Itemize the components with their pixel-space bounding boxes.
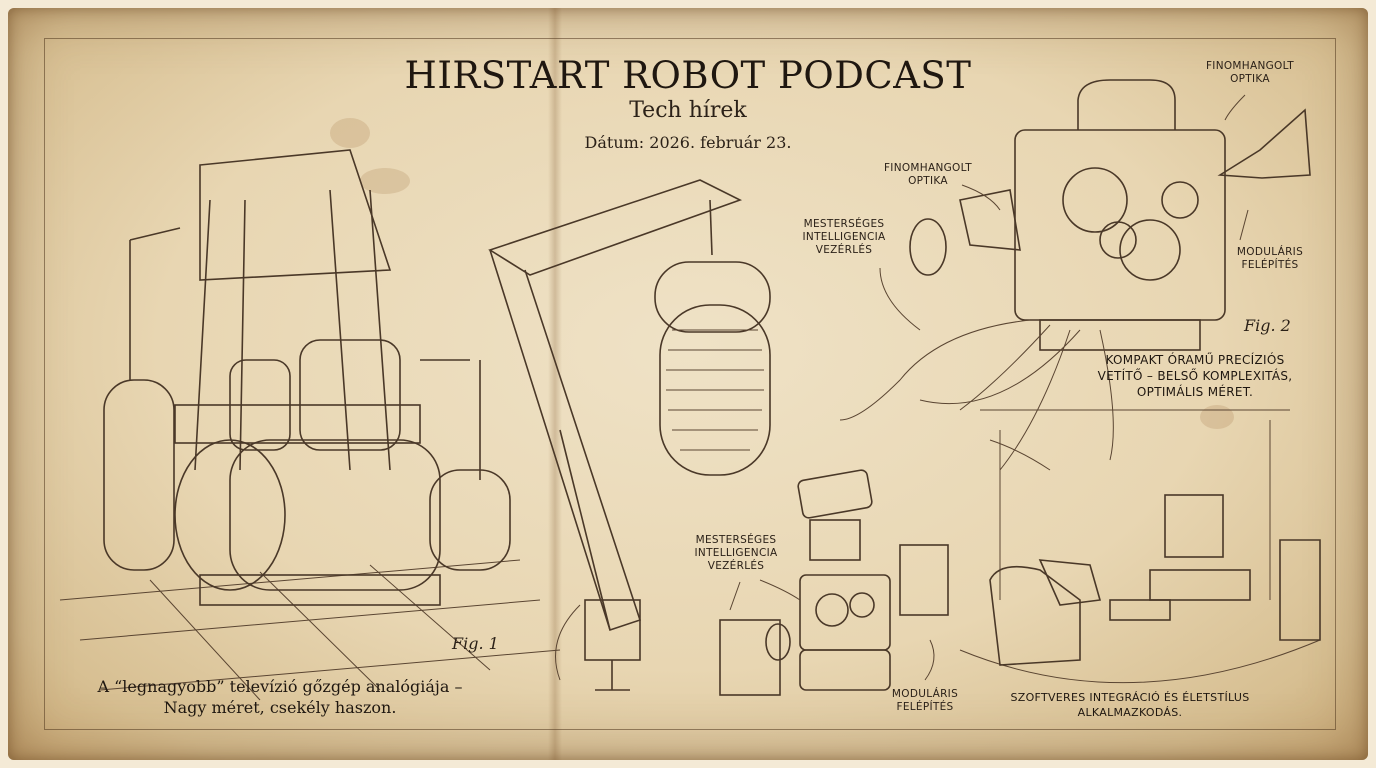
microphone-icon xyxy=(488,179,771,691)
date-line: Dátum: 2026. február 23. xyxy=(584,133,792,152)
steam-engine-icon xyxy=(59,149,561,701)
projector-icon xyxy=(839,79,1311,471)
annotation-line: FINOMHANGOLT xyxy=(883,162,973,174)
fig1-caption-line2: Nagy méret, csekély haszon. xyxy=(163,698,397,717)
annotation-line: ALKALMAZKODÁS. xyxy=(1077,706,1183,719)
page-border xyxy=(44,38,1336,730)
paper-tear xyxy=(548,8,562,760)
annotation-line: INTELLIGENCIA xyxy=(802,231,886,243)
fig2-caption-line2: VETÍTŐ – BELSŐ KOMPLEXITÁS, xyxy=(1097,369,1293,383)
annotation-line: MESTERSÉGES xyxy=(803,218,885,230)
fig2-label: Fig. 2 xyxy=(1244,316,1291,335)
stain xyxy=(330,118,370,148)
annotation-line: SZOFTVERES INTEGRÁCIÓ ÉS ÉLETSTÍLUS xyxy=(1010,691,1250,704)
stain xyxy=(1200,405,1234,429)
annotation-optics-top: FINOMHANGOLT OPTIKA xyxy=(1190,60,1310,86)
annotation-line: VEZÉRLÉS xyxy=(815,244,873,256)
annotation-ai-bottom: MESTERSÉGES INTELLIGENCIA VEZÉRLÉS xyxy=(676,534,796,573)
annotation-software: SZOFTVERES INTEGRÁCIÓ ÉS ÉLETSTÍLUS ALKA… xyxy=(1010,690,1250,720)
annotation-line: MODULÁRIS xyxy=(891,688,959,700)
annotation-line: MODULÁRIS xyxy=(1236,246,1304,258)
fig2-caption: KOMPAKT ÓRAMŰ PRECÍZIÓS VETÍTŐ – BELSŐ K… xyxy=(1090,352,1300,400)
page-subtitle: Tech hírek xyxy=(629,98,747,123)
page-title: HIRSTART ROBOT PODCAST xyxy=(404,54,972,97)
aged-paper-background xyxy=(8,8,1368,760)
annotation-ai-top: MESTERSÉGES INTELLIGENCIA VEZÉRLÉS xyxy=(784,218,904,257)
annotation-line: FELÉPÍTÉS xyxy=(1241,259,1299,271)
annotation-line: VEZÉRLÉS xyxy=(707,560,765,572)
living-room-icon xyxy=(959,409,1321,684)
exploded-projector-icon xyxy=(719,469,949,696)
stain xyxy=(360,168,410,194)
annotation-line: OPTIKA xyxy=(1230,73,1270,85)
annotation-line: MESTERSÉGES xyxy=(695,534,777,546)
fig1-caption: A “legnagyobb” televízió gőzgép analógiá… xyxy=(60,676,500,718)
annotation-line: FELÉPÍTÉS xyxy=(896,701,954,713)
fig2-caption-line3: OPTIMÁLIS MÉRET. xyxy=(1136,385,1254,399)
annotation-line: FINOMHANGOLT xyxy=(1205,60,1295,72)
annotation-optics-mid: FINOMHANGOLT OPTIKA xyxy=(868,162,988,188)
annotation-arrows xyxy=(729,94,1249,681)
annotation-line: OPTIKA xyxy=(908,175,948,187)
fig1-caption-line1: A “legnagyobb” televízió gőzgép analógiá… xyxy=(97,677,463,696)
annotation-modular-top: MODULÁRIS FELÉPÍTÉS xyxy=(1225,246,1315,272)
fig1-label: Fig. 1 xyxy=(452,634,499,653)
annotation-modular-bottom: MODULÁRIS FELÉPÍTÉS xyxy=(880,688,970,714)
fig2-caption-line1: KOMPAKT ÓRAMŰ PRECÍZIÓS xyxy=(1105,353,1285,367)
annotation-line: INTELLIGENCIA xyxy=(694,547,778,559)
